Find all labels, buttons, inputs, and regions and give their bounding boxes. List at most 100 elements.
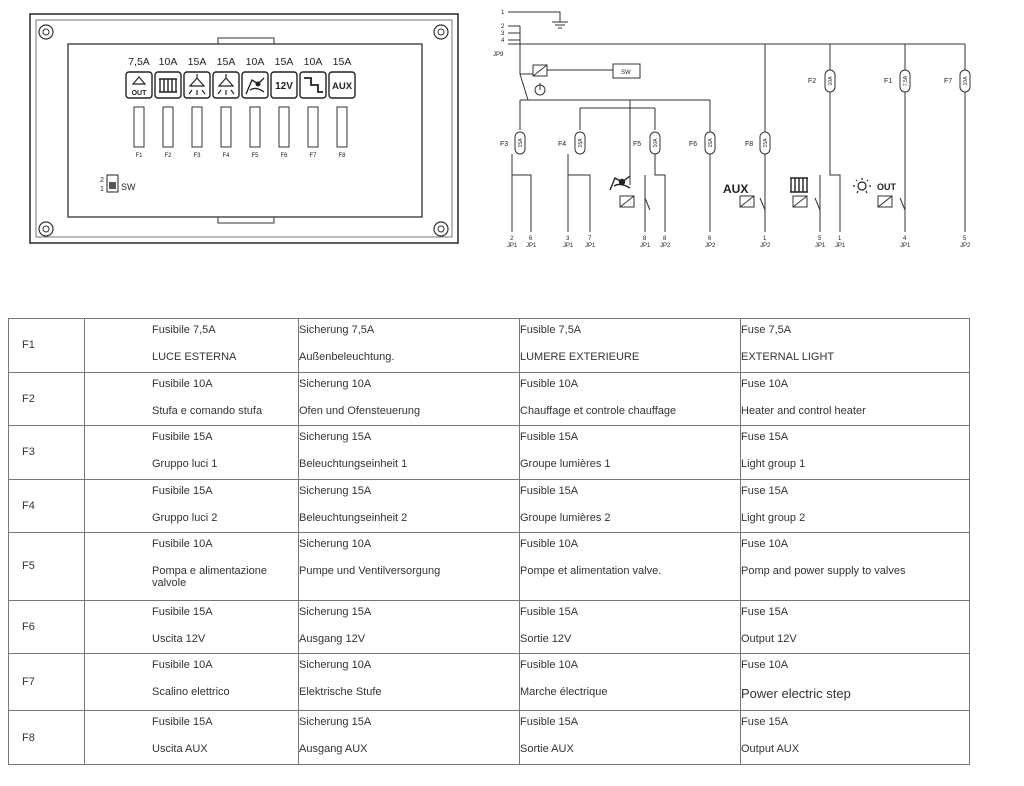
svg-text:JP9: JP9 (493, 52, 504, 58)
schematic-labels: 1 2 3 4 JP9 SW F3 F4 F5 F6 F8 F2 F1 F7 1… (493, 10, 971, 249)
wiring-schematic (508, 11, 971, 232)
light-icon (853, 178, 871, 194)
desc-fr: Groupe lumières 1 (520, 458, 611, 471)
rating-de: Sicherung 10A (299, 659, 372, 672)
fuse-id: F8 (8, 710, 85, 765)
svg-text:4: 4 (501, 38, 505, 44)
desc-en: Output 12V (741, 632, 797, 645)
rating-it: Fusibile 10A (152, 538, 213, 551)
fuse-rating: 10A (246, 56, 265, 68)
desc-fr: Pompe et alimentation valve. (520, 565, 662, 578)
screw-icon (433, 221, 449, 237)
fuse-id: F3 (8, 425, 85, 480)
fuse-name: F8 (745, 141, 753, 148)
light-group-icon (212, 71, 240, 99)
rating-it: Fusibile 15A (152, 484, 213, 497)
rating-it: Fusibile 10A (152, 377, 213, 390)
fuse-id: F2 (8, 371, 85, 427)
desc-de: Beleuchtungseinheit 2 (299, 511, 408, 524)
desc-en: Heater and control heater (741, 404, 866, 417)
svg-text:3: 3 (566, 236, 570, 242)
rating-fr: Fusible 15A (520, 484, 579, 497)
desc-it: LUCE ESTERNA (152, 351, 237, 363)
svg-text:8: 8 (643, 236, 647, 242)
fuse-rating: 15A (578, 138, 584, 148)
rating-it: Fusibile 10A (152, 659, 213, 672)
desc-fr: Sortie AUX (520, 743, 574, 756)
svg-text:JP1: JP1 (563, 243, 574, 249)
switch-sw: 2 1 SW (100, 174, 136, 193)
fuse-label: F6 (280, 153, 288, 159)
fuse-rating: 15A (217, 56, 236, 68)
desc-de: Elektrische Stufe (299, 686, 382, 699)
desc-de: Ofen und Ofensteuerung (299, 404, 421, 417)
desc-it: Scalino elettrico (152, 686, 230, 699)
pump-icon (241, 71, 269, 99)
fuse-rating: 10A (159, 56, 178, 68)
rating-de: Sicherung 15A (299, 484, 372, 497)
svg-text:JP1: JP1 (640, 243, 651, 249)
svg-text:1: 1 (100, 186, 104, 193)
rating-fr: Fusible 15A (520, 605, 579, 618)
fuse-rating: 15A (518, 138, 524, 148)
table-row: F7 Fusibile 10A Scalino elettrico Sicheru… (8, 653, 970, 712)
svg-text:6: 6 (529, 236, 533, 242)
fuse-rating: 15A (188, 56, 207, 68)
fuse-label: F5 (251, 153, 259, 159)
desc-en: EXTERNAL LIGHT (741, 351, 835, 363)
fuse-label: F3 (193, 153, 201, 159)
desc-de: Ausgang 12V (299, 632, 366, 645)
light-group-icon (183, 71, 211, 99)
rating-fr: Fusible 10A (520, 659, 579, 672)
rating-de: Sicherung 7,5A (299, 324, 375, 336)
fuse-label: F7 (309, 153, 317, 159)
desc-fr: Chauffage et controle chauffage (520, 404, 677, 417)
fuse-rating: 10A (304, 56, 323, 68)
fuse-rating: 15A (763, 138, 769, 148)
rating-en: Fuse 15A (741, 605, 789, 618)
svg-text:8: 8 (663, 236, 667, 242)
heater-icon (790, 177, 808, 193)
fuse-id: F5 (8, 532, 85, 601)
rating-en: Fuse 10A (741, 659, 789, 672)
svg-text:AUX: AUX (332, 81, 353, 92)
svg-text:JP2: JP2 (705, 243, 716, 249)
desc-en: Light group 1 (741, 458, 806, 471)
svg-text:2: 2 (100, 177, 104, 184)
desc-fr: Groupe lumières 2 (520, 511, 611, 524)
svg-text:SW: SW (621, 70, 631, 76)
fuse-label: F8 (338, 153, 346, 159)
svg-text:12V: 12V (275, 81, 293, 92)
aux-output-icon: AUX (328, 71, 356, 99)
fuse-id: F7 (8, 653, 85, 712)
outdoor-light-icon: OUT (125, 71, 153, 99)
fuse-label: F1 (135, 153, 143, 159)
desc-fr: Marche électrique (520, 686, 608, 699)
electric-step-icon (299, 71, 327, 99)
fuse-rating: 7,5A (128, 56, 150, 68)
rating-fr: Fusible 15A (520, 431, 579, 444)
rating-it: Fusibile 15A (152, 605, 213, 618)
rating-en: Fuse 10A (741, 377, 789, 390)
svg-text:JP1: JP1 (585, 243, 596, 249)
rating-it: Fusibile 7,5A (152, 324, 216, 336)
svg-text:JP2: JP2 (660, 243, 671, 249)
fuse-panel: 7,5A 10A 15A 15A 10A 15A 10A 15A OUT (29, 13, 459, 244)
fuse-label: F2 (164, 153, 172, 159)
aux-label: AUX (723, 182, 748, 196)
svg-text:SW: SW (121, 182, 136, 192)
svg-text:1: 1 (501, 10, 505, 16)
rating-de: Sicherung 10A (299, 538, 372, 551)
fuse-name: F6 (689, 141, 697, 148)
svg-text:2: 2 (510, 236, 514, 242)
svg-text:4: 4 (903, 236, 907, 242)
desc-en: Power electric step (741, 686, 851, 702)
pump-icon (609, 175, 631, 191)
desc-de: Pumpe und Ventilversorgung (299, 565, 441, 578)
